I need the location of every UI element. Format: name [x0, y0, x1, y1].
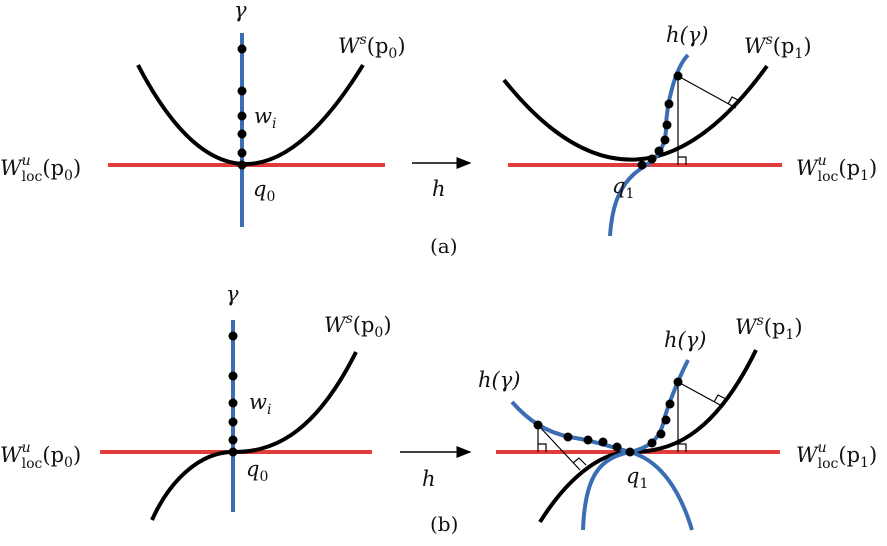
point-image — [661, 415, 671, 425]
h-gamma-label: h(γ) — [666, 23, 708, 47]
point-image — [598, 437, 608, 447]
stable-manifold-label: Ws(p0) — [324, 311, 392, 341]
point-q1 — [625, 447, 635, 457]
point-image — [533, 420, 543, 430]
w-label: wi — [254, 104, 276, 132]
construction-line — [537, 424, 581, 471]
right-angle-mark — [572, 457, 587, 466]
point-w — [228, 371, 238, 381]
map-arrow-a: h — [412, 157, 472, 201]
point-image — [647, 154, 657, 164]
q1-label: q1 — [626, 464, 648, 492]
point-q1 — [637, 160, 647, 170]
q1-label: q1 — [612, 174, 634, 202]
gamma-label: γ — [234, 0, 247, 22]
stable-manifold-label: Ws(p1) — [744, 32, 812, 62]
point-image — [660, 135, 670, 145]
map-h-label: h — [422, 467, 436, 491]
gamma-label: γ — [226, 282, 239, 306]
q0-label: q0 — [246, 457, 268, 485]
point-q0 — [228, 447, 238, 457]
right-angle-mark — [678, 156, 687, 165]
w-label: wi — [249, 390, 271, 418]
point-image — [665, 399, 675, 409]
point-image — [612, 442, 622, 452]
stable-manifold-curve — [150, 351, 358, 521]
point-w — [237, 148, 247, 158]
point-q0 — [237, 160, 247, 170]
map-h-label: h — [432, 177, 446, 201]
stable-manifold-label: Ws(p0) — [338, 32, 406, 62]
point-w — [237, 86, 247, 96]
construction-line — [677, 381, 723, 407]
construction-line — [677, 75, 737, 109]
h-gamma-label: h(γ) — [478, 368, 520, 392]
point-image — [583, 435, 593, 445]
point-image — [563, 432, 573, 442]
point-w — [228, 417, 238, 427]
caption-a: (a) — [430, 234, 458, 258]
point-w — [228, 398, 238, 408]
right-angle-mark — [538, 443, 547, 452]
caption-b: (b) — [430, 512, 458, 536]
stable-manifold-curve — [502, 64, 769, 162]
point-image — [662, 120, 672, 130]
point-image — [673, 377, 683, 387]
right-angle-mark — [678, 443, 687, 452]
point-image — [673, 71, 683, 81]
right-angle-mark — [727, 96, 741, 105]
h-gamma-curve — [581, 359, 690, 531]
point-w — [237, 129, 247, 139]
point-image — [654, 146, 664, 156]
point-image — [664, 99, 674, 109]
point-w — [237, 44, 247, 54]
q0-label: q0 — [253, 177, 275, 205]
stable-manifold-label: Ws(p1) — [735, 313, 803, 343]
map-arrow-b: h — [400, 446, 472, 491]
h-gamma-label: h(γ) — [664, 328, 706, 352]
point-w — [228, 331, 238, 341]
point-w — [228, 435, 238, 445]
point-w — [237, 111, 247, 121]
stable-manifold-curve — [136, 63, 365, 166]
right-angle-mark — [713, 394, 727, 403]
point-image — [656, 429, 666, 439]
h-gamma-curve — [608, 53, 690, 237]
point-image — [647, 438, 657, 448]
